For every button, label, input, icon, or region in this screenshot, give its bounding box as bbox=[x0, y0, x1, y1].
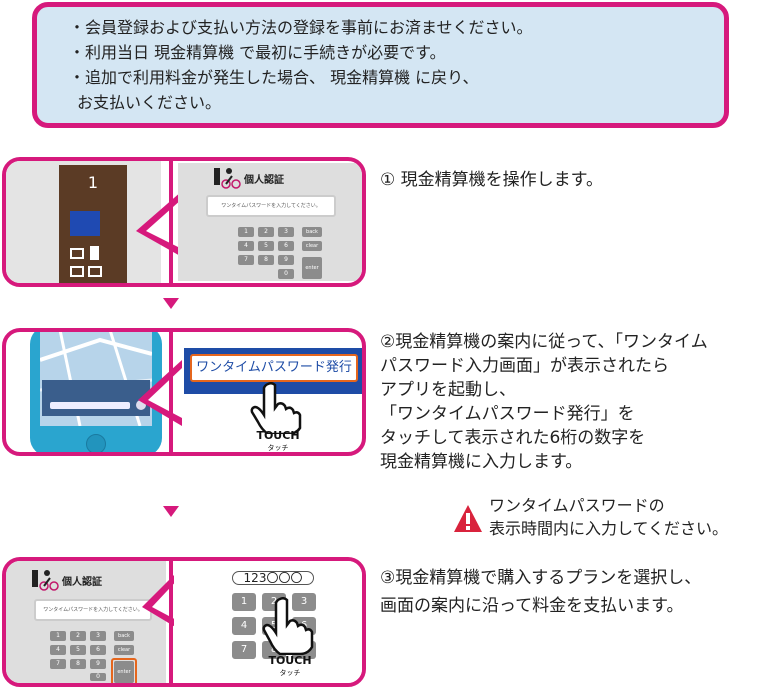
touch-hand: TOUCH タッチ bbox=[242, 382, 314, 452]
step2-text-line: 「ワンタイムパスワード発行」を bbox=[380, 404, 635, 424]
pointing-hand-icon bbox=[250, 382, 302, 434]
clear-key: clear bbox=[114, 645, 134, 655]
keypad-key: 0 bbox=[278, 269, 294, 279]
enter-key: enter bbox=[302, 257, 322, 279]
keypad-key: 0 bbox=[90, 673, 106, 681]
keypad-key: 3 bbox=[90, 631, 106, 641]
back-key: back bbox=[302, 227, 322, 237]
speech-bubble-tail bbox=[136, 191, 182, 257]
user-bike-icon bbox=[32, 570, 59, 591]
keypad-key: 4 bbox=[238, 241, 254, 251]
keypad-key: 6 bbox=[278, 241, 294, 251]
notice-line-2: ・利用当日 現金精算機 で最初に手続きが必要です。 bbox=[69, 43, 446, 62]
code-display: 123〇〇〇 bbox=[232, 571, 314, 585]
touch-label: TOUCH bbox=[256, 429, 300, 442]
step2-text-line: アプリを起動し、 bbox=[380, 380, 516, 400]
step3-text-line: ③現金精算機で購入するプランを選択し、 bbox=[380, 568, 702, 588]
keypad-key: 6 bbox=[90, 645, 106, 655]
step3-text-line: 画面の案内に沿って料金を支払います。 bbox=[380, 596, 684, 616]
warning-line: 表示時間内に入力してください。 bbox=[489, 519, 729, 538]
speech-bubble-tail bbox=[138, 360, 182, 426]
keypad-key: 4 bbox=[232, 617, 256, 635]
down-arrow-icon bbox=[163, 506, 179, 517]
clear-key: clear bbox=[302, 241, 322, 251]
auth-title: 個人認証 bbox=[244, 175, 284, 186]
keypad-key: 9 bbox=[90, 659, 106, 669]
keypad-key: 3 bbox=[278, 227, 294, 237]
password-field: ワンタイムパスワードを入力してください。 bbox=[206, 195, 336, 217]
step1-text: ① 現金精算機を操作します。 bbox=[380, 170, 603, 190]
keypad-key: 3 bbox=[292, 593, 316, 611]
step1-panel: 1 個人認証 ワンタイムパスワードを入力してください。 1 2 3 4 5 6 … bbox=[2, 157, 366, 287]
step3-text: ③現金精算機で購入するプランを選択し、 画面の案内に沿って料金を支払います。 bbox=[380, 566, 701, 618]
notice-box: ・会員登録および支払い方法の登録を事前にお済ませください。 ・利用当日 現金精算… bbox=[32, 2, 729, 128]
notice-line-3: ・追加で利用料金が発生した場合、 現金精算機 に戻り、 bbox=[69, 68, 479, 87]
keypad-key: 5 bbox=[70, 645, 86, 655]
machine-keypad-screen: 123〇〇〇 1 2 3 4 5 6 7 8 9 bbox=[174, 561, 362, 683]
enter-key: enter bbox=[114, 661, 134, 683]
machine-button bbox=[70, 248, 84, 259]
touch-sub-label: タッチ bbox=[279, 669, 301, 677]
keypad-key: 1 bbox=[232, 593, 256, 611]
touch-hand: TOUCH タッチ bbox=[254, 597, 326, 677]
warning-text: ワンタイムパスワードの 表示時間内に入力してください。 bbox=[489, 494, 728, 540]
auth-title: 個人認証 bbox=[62, 577, 102, 588]
keypad-key: 7 bbox=[238, 255, 254, 265]
notice-line-1: ・会員登録および支払い方法の登録を事前にお済ませください。 bbox=[69, 18, 533, 37]
pointing-hand-icon bbox=[262, 597, 314, 655]
app-dialog bbox=[42, 380, 150, 416]
smartphone-illustration bbox=[30, 332, 162, 452]
panel-divider bbox=[169, 332, 173, 452]
keypad-key: 2 bbox=[258, 227, 274, 237]
payment-machine-illustration: 1 bbox=[59, 165, 127, 283]
panel-divider bbox=[169, 561, 173, 683]
keypad-key: 4 bbox=[50, 645, 66, 655]
user-bike-icon bbox=[214, 168, 241, 189]
step2-text-line: ②現金精算機の案内に従って、「ワンタイム bbox=[380, 332, 708, 352]
auth-screen: 個人認証 ワンタイムパスワードを入力してください。 1 2 3 4 5 6 7 … bbox=[6, 561, 166, 683]
machine-number: 1 bbox=[87, 173, 99, 192]
keypad-key: 7 bbox=[50, 659, 66, 669]
keypad-key: 8 bbox=[70, 659, 86, 669]
warning-line: ワンタイムパスワードの bbox=[489, 496, 665, 515]
keypad-key: 2 bbox=[70, 631, 86, 641]
machine-screen bbox=[70, 211, 100, 236]
step2-text-line: 現金精算機に入力します。 bbox=[380, 452, 583, 472]
touch-sub-label: タッチ bbox=[267, 444, 289, 452]
step2-text: ②現金精算機の案内に従って、「ワンタイム パスワード入力画面」が表示されたら ア… bbox=[380, 330, 708, 474]
refresh-icon bbox=[136, 400, 146, 410]
step2-panel: ワンタイムパスワード発行 TOUCH タッチ bbox=[2, 328, 366, 456]
panel-divider bbox=[169, 161, 173, 283]
step2-text-line: パスワード入力画面」が表示されたら bbox=[380, 356, 669, 376]
enter-key-highlight bbox=[111, 658, 137, 683]
warning-icon bbox=[454, 505, 482, 532]
machine-button bbox=[70, 266, 84, 277]
password-field: ワンタイムパスワードを入力してください。 bbox=[34, 599, 152, 621]
otp-issue-button[interactable]: ワンタイムパスワード発行 bbox=[190, 354, 358, 382]
keypad-key: 7 bbox=[232, 641, 256, 659]
keypad-key: 8 bbox=[258, 255, 274, 265]
notice-line-4: お支払いください。 bbox=[77, 93, 222, 112]
back-key: back bbox=[114, 631, 134, 641]
machine-button bbox=[90, 246, 99, 260]
otp-issue-bar bbox=[50, 402, 130, 409]
keypad-key: 5 bbox=[258, 241, 274, 251]
machine-button bbox=[88, 266, 102, 277]
keypad-key: 1 bbox=[238, 227, 254, 237]
step2-text-line: タッチして表示された6桁の数字を bbox=[380, 428, 646, 448]
down-arrow-icon bbox=[163, 298, 179, 309]
keypad-key: 1 bbox=[50, 631, 66, 641]
auth-screen: 個人認証 ワンタイムパスワードを入力してください。 1 2 3 4 5 6 7 … bbox=[178, 163, 362, 281]
home-button bbox=[86, 434, 106, 452]
keypad-key: 9 bbox=[278, 255, 294, 265]
touch-label: TOUCH bbox=[268, 654, 312, 667]
step3-panel: 個人認証 ワンタイムパスワードを入力してください。 1 2 3 4 5 6 7 … bbox=[2, 557, 366, 687]
